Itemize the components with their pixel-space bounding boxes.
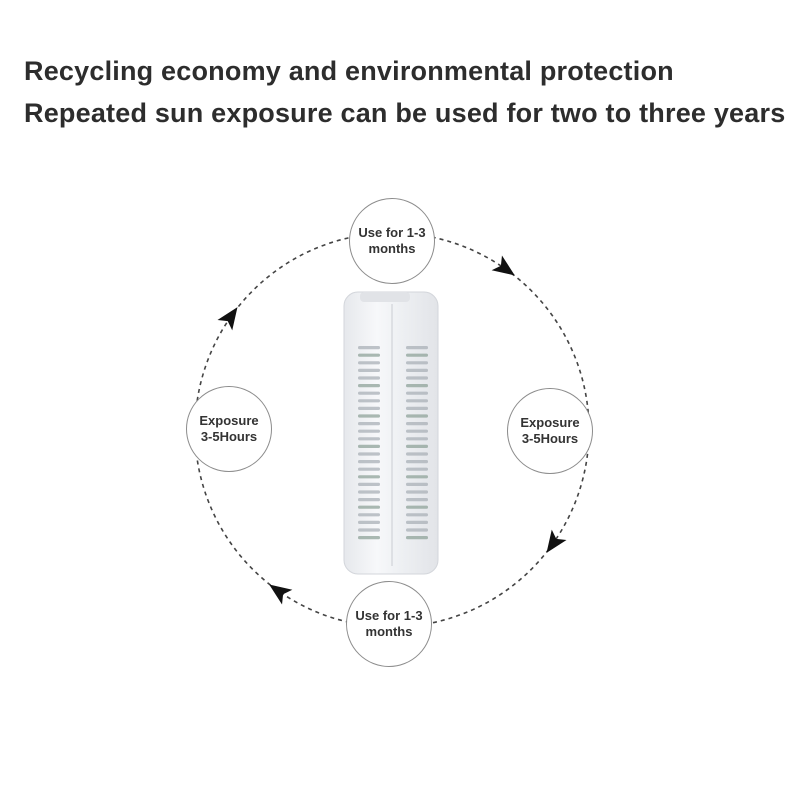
step-exposure-right: Exposure 3-5Hours <box>507 388 593 474</box>
vent-slot <box>406 452 428 456</box>
step-use-top-line1: Use for 1-3 <box>358 225 426 240</box>
vent-slot <box>406 536 428 540</box>
step-exposure-right-line1: Exposure <box>520 415 580 430</box>
vent-slot <box>358 361 380 365</box>
vent-slot <box>406 475 428 479</box>
vent-slot <box>358 536 380 540</box>
vent-slot <box>406 528 428 532</box>
vent-slot <box>406 368 428 372</box>
step-use-top-line2: months <box>368 241 416 256</box>
vent-slot <box>358 399 380 403</box>
vent-slot <box>406 346 428 350</box>
step-exposure-right-line2: 3-5Hours <box>521 431 579 446</box>
vent-slot <box>358 406 380 410</box>
step-use-bottom-line2: months <box>365 624 413 639</box>
vent-slot <box>358 482 380 486</box>
step-use-bottom-line1: Use for 1-3 <box>355 608 423 623</box>
vent-slot <box>358 513 380 517</box>
vent-slot <box>406 467 428 471</box>
arrowhead-icon <box>491 255 515 276</box>
headline-sun-exposure: Repeated sun exposure can be used for tw… <box>24 98 786 128</box>
vent-slot <box>358 437 380 441</box>
vent-slot <box>358 490 380 494</box>
step-exposure-left-line1: Exposure <box>199 413 259 428</box>
vent-slots-right <box>406 346 428 540</box>
vent-slot <box>406 520 428 524</box>
dehumidifier-box-icon <box>343 291 439 575</box>
vent-slot <box>358 384 380 388</box>
arrowhead-icon <box>546 529 567 553</box>
step-exposure-left-line2: 3-5Hours <box>200 429 258 444</box>
vent-slot <box>406 505 428 509</box>
vent-slot <box>358 391 380 395</box>
vent-slot <box>358 429 380 433</box>
step-use-top: Use for 1-3 months <box>349 198 435 284</box>
vent-slot <box>406 498 428 502</box>
vent-slot <box>358 520 380 524</box>
vent-slots-left <box>358 346 380 540</box>
vent-slot <box>406 353 428 357</box>
vent-slot <box>406 406 428 410</box>
vent-slot <box>406 482 428 486</box>
vent-slot <box>406 422 428 426</box>
vent-slot <box>358 353 380 357</box>
vent-slot <box>358 467 380 471</box>
vent-slot <box>358 368 380 372</box>
vent-slot <box>406 437 428 441</box>
vent-slot <box>406 391 428 395</box>
vent-slot <box>358 346 380 350</box>
vent-slot <box>358 528 380 532</box>
vent-slot <box>358 460 380 464</box>
vent-slot <box>406 429 428 433</box>
vent-slot <box>406 490 428 494</box>
vent-slot <box>358 452 380 456</box>
arrowhead-icon <box>217 307 238 331</box>
vent-slot <box>358 475 380 479</box>
vent-slot <box>406 414 428 418</box>
vent-slot <box>358 376 380 380</box>
vent-slot <box>358 414 380 418</box>
vent-slot <box>406 444 428 448</box>
vent-slot <box>358 422 380 426</box>
step-exposure-left: Exposure 3-5Hours <box>186 386 272 472</box>
headline-recycling: Recycling economy and environmental prot… <box>24 56 674 86</box>
arrowhead-icon <box>269 584 293 605</box>
vent-slot <box>406 513 428 517</box>
vent-slot <box>358 444 380 448</box>
vent-slot <box>358 498 380 502</box>
vent-slot <box>406 460 428 464</box>
step-use-bottom: Use for 1-3 months <box>346 581 432 667</box>
vent-slot <box>406 399 428 403</box>
vent-slot <box>358 505 380 509</box>
vent-slot <box>406 376 428 380</box>
vent-slot <box>406 361 428 365</box>
vent-slot <box>406 384 428 388</box>
